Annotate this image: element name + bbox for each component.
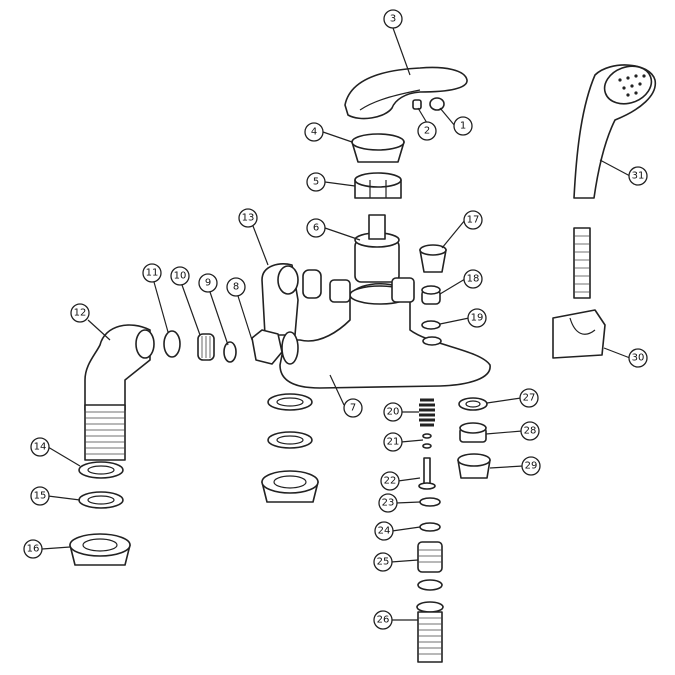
callout-label: 4 bbox=[311, 127, 317, 138]
part-shower-hose bbox=[573, 227, 591, 299]
part-orings-21 bbox=[422, 433, 432, 449]
callout-label: 22 bbox=[384, 476, 397, 487]
callout-label: 25 bbox=[377, 557, 390, 568]
part-oring-24 bbox=[419, 522, 441, 532]
leader-lines bbox=[41, 27, 631, 621]
callout-label: 29 bbox=[525, 461, 538, 472]
callout-1: 1 bbox=[453, 116, 473, 136]
callout-9: 9 bbox=[198, 273, 218, 293]
part-hex-nut bbox=[354, 172, 402, 199]
callout-label: 6 bbox=[313, 223, 319, 234]
callout-7: 7 bbox=[343, 398, 363, 418]
callout-27: 27 bbox=[519, 388, 539, 408]
callout-12: 12 bbox=[70, 303, 90, 323]
callout-23: 23 bbox=[378, 493, 398, 513]
callout-24: 24 bbox=[374, 521, 394, 541]
callout-label: 30 bbox=[632, 353, 645, 364]
callout-16: 16 bbox=[23, 539, 43, 559]
callout-29: 29 bbox=[521, 456, 541, 476]
part-plug-17 bbox=[419, 244, 447, 273]
callout-26: 26 bbox=[373, 610, 393, 630]
callout-20: 20 bbox=[383, 402, 403, 422]
part-aerator-housing-29 bbox=[457, 453, 491, 479]
callout-11: 11 bbox=[142, 263, 162, 283]
part-flange-16 bbox=[69, 533, 131, 566]
part-spring-20 bbox=[419, 398, 435, 427]
callout-6: 6 bbox=[306, 218, 326, 238]
part-washer-14 bbox=[78, 461, 124, 479]
part-oring-19 bbox=[421, 320, 441, 330]
part-elbow-left bbox=[84, 324, 155, 461]
callout-28: 28 bbox=[520, 421, 540, 441]
callout-label: 17 bbox=[467, 215, 480, 226]
callout-label: 1 bbox=[460, 121, 466, 132]
callout-label: 27 bbox=[523, 393, 536, 404]
callout-label: 16 bbox=[27, 544, 40, 555]
callout-17: 17 bbox=[463, 210, 483, 230]
callout-label: 11 bbox=[146, 268, 159, 279]
callout-3: 3 bbox=[383, 9, 403, 29]
callout-label: 7 bbox=[350, 403, 356, 414]
part-mixer-body bbox=[279, 277, 491, 389]
callout-label: 8 bbox=[233, 282, 239, 293]
part-washer-right-1 bbox=[267, 393, 313, 411]
callout-label: 10 bbox=[174, 271, 187, 282]
part-cartridge bbox=[354, 214, 400, 283]
part-valve-18 bbox=[421, 285, 441, 305]
callout-label: 3 bbox=[390, 14, 396, 25]
part-cap bbox=[429, 97, 445, 111]
callout-label: 13 bbox=[242, 213, 255, 224]
callout-label: 23 bbox=[382, 498, 395, 509]
callout-label: 21 bbox=[387, 437, 400, 448]
part-body-25 bbox=[417, 541, 443, 573]
callout-label: 5 bbox=[313, 177, 319, 188]
callout-18: 18 bbox=[463, 269, 483, 289]
part-elbow-right bbox=[261, 263, 322, 336]
callout-31: 31 bbox=[628, 166, 648, 186]
callout-25: 25 bbox=[373, 552, 393, 572]
part-seat-10 bbox=[197, 333, 215, 361]
part-washer-11 bbox=[163, 330, 181, 358]
callout-15: 15 bbox=[30, 486, 50, 506]
callout-label: 15 bbox=[34, 491, 47, 502]
part-grub-screw bbox=[412, 99, 422, 110]
callout-10: 10 bbox=[170, 266, 190, 286]
callout-5: 5 bbox=[306, 172, 326, 192]
part-flange-right bbox=[261, 470, 319, 503]
part-washer-between bbox=[417, 579, 443, 591]
callout-label: 26 bbox=[377, 615, 390, 626]
callout-14: 14 bbox=[30, 437, 50, 457]
callout-19: 19 bbox=[467, 308, 487, 328]
callout-4: 4 bbox=[304, 122, 324, 142]
callout-label: 12 bbox=[74, 308, 87, 319]
callout-label: 18 bbox=[467, 274, 480, 285]
part-aerator-28 bbox=[459, 422, 487, 443]
part-hex-union bbox=[251, 329, 299, 365]
part-hose-26 bbox=[416, 601, 444, 663]
callout-label: 2 bbox=[424, 126, 430, 137]
part-lever-handle bbox=[344, 66, 468, 120]
callout-label: 28 bbox=[524, 426, 537, 437]
callout-label: 9 bbox=[205, 278, 211, 289]
part-cover-ring bbox=[351, 133, 405, 163]
callout-label: 24 bbox=[378, 526, 391, 537]
callout-21: 21 bbox=[383, 432, 403, 452]
callout-label: 14 bbox=[34, 442, 47, 453]
callout-label: 19 bbox=[471, 313, 484, 324]
part-hand-shower bbox=[573, 64, 657, 199]
part-washer-15 bbox=[78, 491, 124, 509]
part-wall-bracket-30 bbox=[552, 309, 606, 359]
part-washer-9 bbox=[223, 341, 237, 363]
callout-2: 2 bbox=[417, 121, 437, 141]
part-washer-27 bbox=[458, 397, 488, 411]
callout-8: 8 bbox=[226, 277, 246, 297]
callout-30: 30 bbox=[628, 348, 648, 368]
part-washer-right-2 bbox=[267, 431, 313, 449]
callout-13: 13 bbox=[238, 208, 258, 228]
callout-label: 20 bbox=[387, 407, 400, 418]
part-spindle-22 bbox=[418, 457, 436, 490]
part-washer-23 bbox=[419, 497, 441, 507]
callout-22: 22 bbox=[380, 471, 400, 491]
callout-label: 31 bbox=[632, 171, 645, 182]
